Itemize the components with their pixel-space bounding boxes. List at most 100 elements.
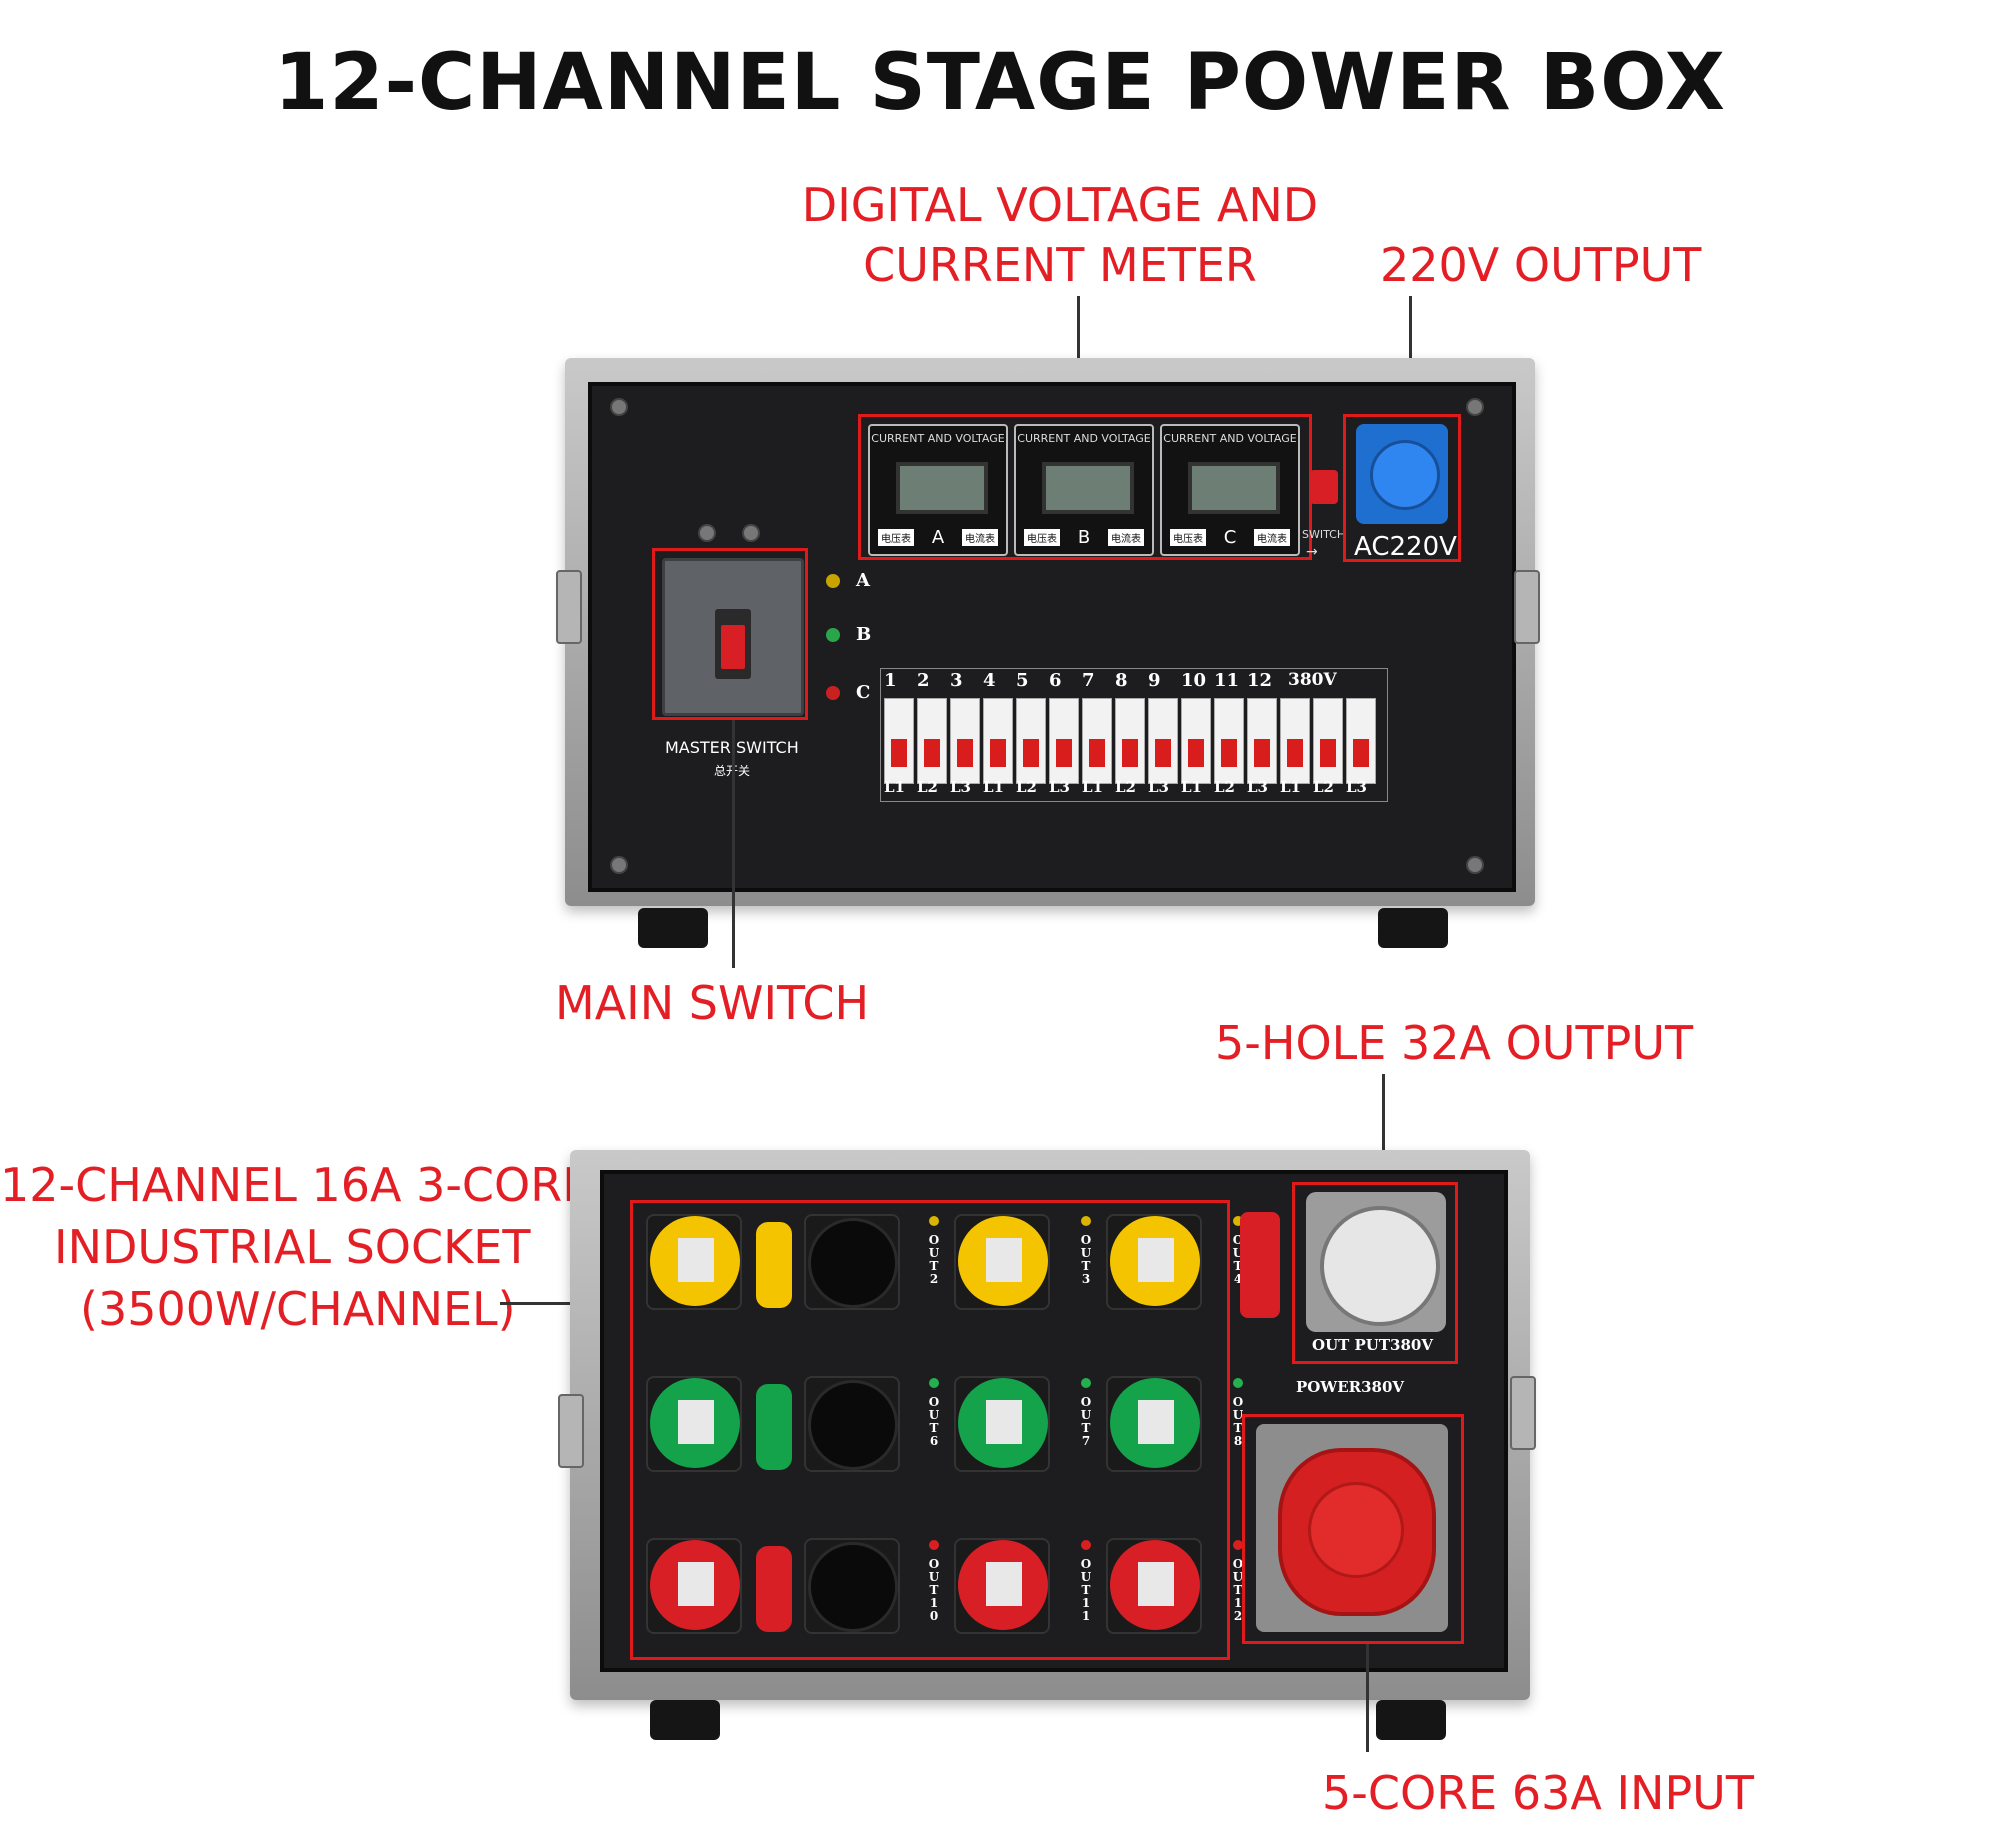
phase-label-c: C	[856, 682, 871, 703]
industrial-socket-open[interactable]	[808, 1380, 898, 1470]
industrial-socket[interactable]	[1110, 1378, 1200, 1468]
meter-display	[1188, 462, 1280, 514]
channel-number: 3	[950, 670, 963, 691]
channel-indicator-led	[1233, 1216, 1243, 1226]
channel-breaker[interactable]	[983, 698, 1013, 784]
breaker-toggle[interactable]	[1254, 739, 1270, 767]
channel-breaker[interactable]	[1313, 698, 1343, 784]
channel-breaker[interactable]	[1214, 698, 1244, 784]
phase-lamp-a	[826, 574, 840, 588]
callout-socket-line2: INDUSTRIAL SOCKET	[54, 1220, 531, 1274]
channel-breaker[interactable]	[1049, 698, 1079, 784]
line-label: L3	[1247, 778, 1268, 796]
breaker-toggle[interactable]	[1056, 739, 1072, 767]
line-label: L3	[1148, 778, 1169, 796]
channel-breaker[interactable]	[1148, 698, 1178, 784]
line-label: L2	[1115, 778, 1136, 796]
industrial-socket[interactable]	[958, 1378, 1048, 1468]
breaker-toggle[interactable]	[1188, 739, 1204, 767]
meter-display	[896, 462, 988, 514]
channel-number: 4	[983, 670, 996, 691]
callout-main-switch: MAIN SWITCH	[555, 976, 870, 1030]
industrial-socket[interactable]	[650, 1378, 740, 1468]
channel-breaker[interactable]	[917, 698, 947, 784]
callout-socket-line3: (3500W/CHANNEL)	[80, 1282, 516, 1336]
breaker-toggle[interactable]	[891, 739, 907, 767]
channel-number: 10	[1181, 670, 1207, 691]
industrial-socket-open[interactable]	[808, 1218, 898, 1308]
line-label: L3	[1049, 778, 1070, 796]
switch-label: SWITCH	[1302, 528, 1346, 541]
meter-power-switch[interactable]	[1310, 470, 1338, 504]
panel-screw	[742, 524, 760, 542]
industrial-socket[interactable]	[650, 1216, 740, 1306]
32a-output-socket[interactable]	[1306, 1192, 1446, 1332]
channel-breaker[interactable]	[1082, 698, 1112, 784]
callout-meter-line1: DIGITAL VOLTAGE AND	[801, 178, 1319, 232]
callout-meter-line2: CURRENT METER	[863, 238, 1257, 292]
socket-flip-cap[interactable]	[756, 1384, 792, 1470]
out-label: OUT 11	[1080, 1557, 1092, 1623]
breaker-row-frame	[880, 668, 1388, 802]
out-label: OUT 4	[1232, 1233, 1244, 1286]
channel-number: 2	[917, 670, 930, 691]
breaker-toggle[interactable]	[957, 739, 973, 767]
phase-label-a: A	[856, 570, 870, 591]
32a-output-highlight-box	[1292, 1182, 1458, 1364]
channel-breaker[interactable]	[1016, 698, 1046, 784]
channel-breaker[interactable]	[1115, 698, 1145, 784]
industrial-socket[interactable]	[958, 1216, 1048, 1306]
breaker-toggle[interactable]	[1221, 739, 1237, 767]
breaker-toggle[interactable]	[1155, 739, 1171, 767]
industrial-socket[interactable]	[1110, 1216, 1200, 1306]
breaker-toggle[interactable]	[1320, 739, 1336, 767]
breaker-toggle[interactable]	[1089, 739, 1105, 767]
channel-breaker[interactable]	[1247, 698, 1277, 784]
channel-breaker[interactable]	[1181, 698, 1211, 784]
industrial-socket[interactable]	[1110, 1540, 1200, 1630]
master-breaker-toggle[interactable]	[721, 625, 745, 669]
voltmeter-tag: 电压表	[878, 528, 914, 546]
socket-flip-cap[interactable]	[756, 1546, 792, 1632]
leader-line	[1077, 296, 1080, 416]
meter-letter: A	[931, 526, 945, 548]
breaker-toggle[interactable]	[1353, 739, 1369, 767]
63a-input-plug[interactable]	[1256, 1424, 1448, 1632]
breaker-toggle[interactable]	[990, 739, 1006, 767]
line-label: L1	[1181, 778, 1202, 796]
socket-rating-sticker	[1138, 1400, 1174, 1444]
line-label: L2	[1214, 778, 1235, 796]
industrial-socket-open[interactable]	[808, 1542, 898, 1632]
case-foot	[1378, 908, 1448, 948]
callout-32a-output: 5-HOLE 32A OUTPUT	[1215, 1016, 1694, 1070]
industrial-socket[interactable]	[958, 1540, 1048, 1630]
breaker-toggle[interactable]	[1287, 739, 1303, 767]
channel-number: 1	[884, 670, 897, 691]
socket-rating-sticker	[678, 1562, 714, 1606]
meter-display	[1042, 462, 1134, 514]
channel-number: 7	[1082, 670, 1095, 691]
socket-flip-cap[interactable]	[756, 1222, 792, 1308]
meter-letter: C	[1223, 526, 1237, 548]
industrial-socket[interactable]	[650, 1540, 740, 1630]
channel-breaker[interactable]	[1280, 698, 1310, 784]
channel-indicator-led	[1233, 1378, 1243, 1388]
ammeter-tag: 电流表	[1253, 528, 1290, 546]
meter-b: CURRENT AND VOLTAGE 电压表 B 电流表	[1014, 424, 1154, 556]
channel-indicator-led	[1081, 1540, 1091, 1550]
meter-a: CURRENT AND VOLTAGE 电压表 A 电流表	[868, 424, 1008, 556]
panel-screw	[1466, 856, 1484, 874]
breaker-toggle[interactable]	[1122, 739, 1138, 767]
channel-breaker[interactable]	[1346, 698, 1376, 784]
breaker-toggle[interactable]	[1023, 739, 1039, 767]
ac220v-socket[interactable]	[1356, 424, 1448, 524]
channel-breaker[interactable]	[884, 698, 914, 784]
63a-input-highlight-box	[1242, 1414, 1464, 1644]
breaker-toggle[interactable]	[924, 739, 940, 767]
out-label: OUT 7	[1080, 1395, 1092, 1448]
voltmeter-tag: 电压表	[1024, 528, 1060, 546]
channel-breaker[interactable]	[950, 698, 980, 784]
socket-face	[1320, 1206, 1440, 1326]
line-label: L3	[950, 778, 971, 796]
ammeter-tag: 电流表	[961, 528, 998, 546]
